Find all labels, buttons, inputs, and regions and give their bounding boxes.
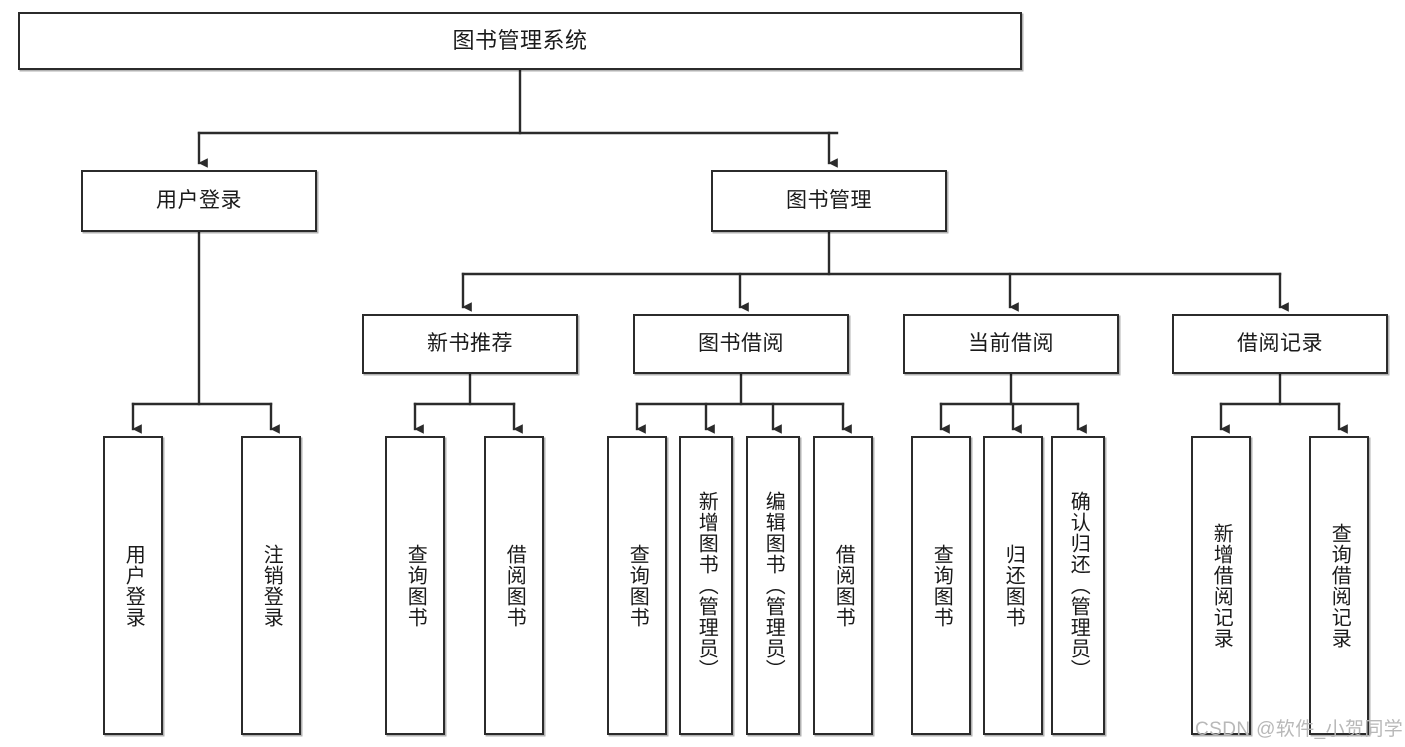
leaf-query-book-2-label: 查询图书 xyxy=(626,543,649,628)
leaf-query-book-3-label: 查询图书 xyxy=(930,543,953,628)
leaf-edit-book-admin-label: 编辑图书（管理员） xyxy=(762,491,785,680)
leaf-add-borrow-record[interactable]: 新增借阅记录 xyxy=(1191,436,1251,735)
node-book-management[interactable]: 图书管理 xyxy=(711,170,947,232)
leaf-borrow-book-1-label: 借阅图书 xyxy=(503,543,526,628)
node-root-label: 图书管理系统 xyxy=(452,28,588,54)
leaf-return-book[interactable]: 归还图书 xyxy=(983,436,1043,735)
leaf-add-borrow-record-label: 新增借阅记录 xyxy=(1210,522,1233,649)
leaf-user-login-label: 用户登录 xyxy=(122,543,145,628)
leaf-borrow-book-2-label: 借阅图书 xyxy=(832,543,855,628)
leaf-logout-label: 注销登录 xyxy=(260,543,283,628)
leaf-query-borrow-record[interactable]: 查询借阅记录 xyxy=(1309,436,1369,735)
node-book-management-label: 图书管理 xyxy=(786,188,872,212)
node-new-book-recommend-label: 新书推荐 xyxy=(427,331,513,355)
leaf-borrow-book-2[interactable]: 借阅图书 xyxy=(813,436,873,735)
leaf-query-book-1-label: 查询图书 xyxy=(404,543,427,628)
leaf-query-book-1[interactable]: 查询图书 xyxy=(385,436,445,735)
node-book-borrow[interactable]: 图书借阅 xyxy=(633,314,849,374)
node-borrow-record-label: 借阅记录 xyxy=(1237,331,1323,355)
node-book-borrow-label: 图书借阅 xyxy=(698,331,784,355)
node-new-book-recommend[interactable]: 新书推荐 xyxy=(362,314,578,374)
leaf-query-book-3[interactable]: 查询图书 xyxy=(911,436,971,735)
leaf-return-book-label: 归还图书 xyxy=(1002,543,1025,628)
leaf-confirm-return-admin[interactable]: 确认归还（管理员） xyxy=(1051,436,1105,735)
leaf-edit-book-admin[interactable]: 编辑图书（管理员） xyxy=(746,436,800,735)
leaf-query-borrow-record-label: 查询借阅记录 xyxy=(1328,522,1351,649)
leaf-query-book-2[interactable]: 查询图书 xyxy=(607,436,667,735)
leaf-add-book-admin[interactable]: 新增图书（管理员） xyxy=(679,436,733,735)
leaf-logout[interactable]: 注销登录 xyxy=(241,436,301,735)
node-borrow-record[interactable]: 借阅记录 xyxy=(1172,314,1388,374)
node-current-borrow-label: 当前借阅 xyxy=(968,331,1054,355)
node-current-borrow[interactable]: 当前借阅 xyxy=(903,314,1119,374)
node-user-login-label: 用户登录 xyxy=(156,188,242,212)
leaf-confirm-return-admin-label: 确认归还（管理员） xyxy=(1067,491,1090,680)
leaf-borrow-book-1[interactable]: 借阅图书 xyxy=(484,436,544,735)
leaf-add-book-admin-label: 新增图书（管理员） xyxy=(695,491,718,680)
node-user-login[interactable]: 用户登录 xyxy=(81,170,317,232)
node-root-system[interactable]: 图书管理系统 xyxy=(18,12,1022,70)
leaf-user-login[interactable]: 用户登录 xyxy=(103,436,163,735)
csdn-watermark: CSDN @软件_小贺同学 xyxy=(1195,719,1404,740)
